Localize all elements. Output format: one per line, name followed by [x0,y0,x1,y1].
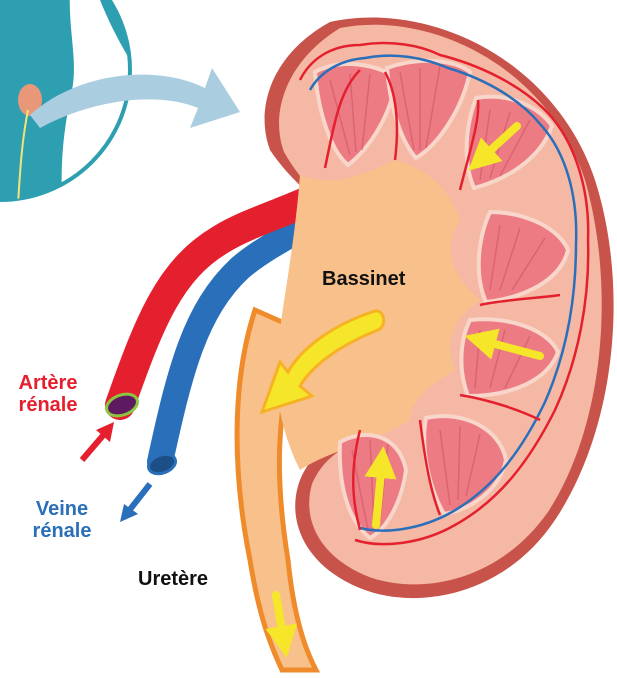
vein-label-line1: Veine [24,498,100,520]
vein-label: Veine rénale [24,498,100,542]
pelvis-label: Bassinet [322,268,405,290]
artery-label: Artère rénale [4,372,92,416]
artery-label-line1: Artère [4,372,92,394]
vein-label-line2: rénale [24,520,100,542]
artery-flow-icon [82,422,114,460]
artery-label-line2: rénale [4,394,92,416]
vein-flow-icon [120,484,150,522]
ureter-label: Uretère [138,568,208,590]
